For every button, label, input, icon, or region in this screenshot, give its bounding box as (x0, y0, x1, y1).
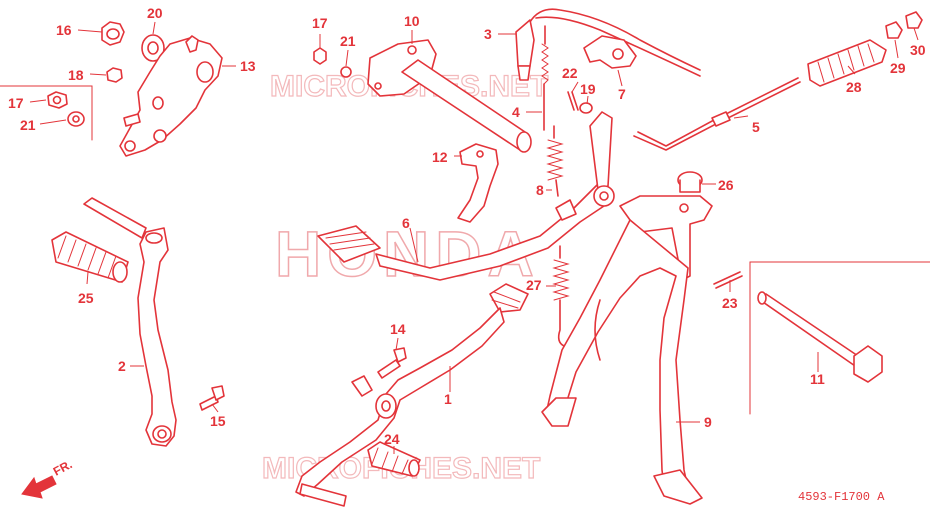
part-6-brake-pedal (317, 111, 615, 281)
part-12-stay (457, 143, 499, 223)
leader-17a (29, 99, 47, 103)
callout-28: 28 (846, 79, 862, 95)
callout-26: 26 (718, 177, 734, 193)
leader-25 (86, 271, 89, 285)
callout-25: 25 (78, 290, 94, 306)
callout-12: 12 (432, 149, 448, 165)
callout-7: 7 (618, 86, 626, 102)
part-25-footpeg-rubber (51, 231, 129, 283)
group-bracket-left (0, 85, 93, 141)
leader-16 (77, 29, 103, 33)
part-7-switch-stay (583, 35, 637, 69)
callout-9: 9 (704, 414, 712, 430)
part-15-bolt (199, 385, 225, 411)
part-27-spring (552, 245, 570, 347)
part-3-stop-switch (515, 8, 701, 81)
part-16-nut (101, 21, 125, 46)
leader-29 (894, 39, 899, 59)
group-bracket-right (749, 261, 930, 415)
callout-15: 15 (210, 413, 226, 429)
callout-21-left: 21 (20, 117, 36, 133)
part-23-cotter-pin (713, 271, 743, 289)
part-19-washer (579, 102, 593, 114)
part-24-footpeg-rubber (367, 441, 421, 477)
leader-21b (345, 49, 349, 67)
leader-7 (617, 69, 623, 87)
part-5-brake-rod (633, 77, 801, 151)
part-8-spring (546, 125, 564, 197)
part-4-spring (541, 25, 549, 131)
callout-3: 3 (484, 26, 492, 42)
diagram-code: 4593-F1700 A (798, 490, 885, 504)
callout-21-top: 21 (340, 33, 356, 49)
callout-13: 13 (240, 58, 256, 74)
leader-22 (571, 81, 579, 93)
callout-27: 27 (526, 277, 542, 293)
part-28-rubber (807, 39, 887, 87)
callout-19: 19 (580, 81, 596, 97)
part-30-nut (905, 11, 923, 29)
callout-17-left: 17 (8, 95, 24, 111)
callout-5: 5 (752, 119, 760, 135)
part-26-stopper-rubber (677, 171, 703, 193)
callout-29: 29 (890, 60, 906, 76)
callout-1: 1 (444, 391, 452, 407)
leader-5 (733, 115, 749, 119)
leader-14 (395, 337, 399, 351)
front-direction-arrow: FR. (21, 457, 75, 499)
callout-30: 30 (910, 42, 926, 58)
leader-28 (847, 65, 856, 75)
leader-30 (913, 27, 919, 41)
part-21-washer-top (340, 66, 352, 78)
callout-22: 22 (562, 65, 578, 81)
part-13-plate (119, 35, 223, 157)
leader-19 (586, 95, 589, 105)
part-9-main-stand (541, 195, 713, 505)
part-21-washer-left (67, 111, 85, 127)
part-2-kick-arm (83, 197, 177, 447)
callout-4: 4 (512, 104, 520, 120)
part-20-washer (141, 34, 165, 62)
leader-18 (89, 73, 107, 76)
part-17-nut-top (313, 47, 327, 65)
part-14-bolt (377, 347, 407, 379)
callout-10: 10 (404, 13, 420, 29)
part-22-cotter-pin (567, 91, 579, 111)
leader-21a (39, 119, 67, 125)
part-18-collar (106, 67, 123, 83)
callout-11: 11 (810, 371, 825, 387)
callout-16: 16 (56, 22, 72, 38)
front-label: FR. (51, 457, 75, 478)
callout-numbers: 16 20 18 17 21 13 25 2 15 17 21 10 3 4 2… (8, 5, 926, 447)
callout-17-top: 17 (312, 15, 328, 31)
callout-20: 20 (147, 5, 163, 21)
part-11-stand-shaft (757, 291, 883, 383)
callout-24: 24 (384, 431, 400, 447)
callout-2: 2 (118, 358, 126, 374)
part-29-nut (885, 21, 903, 39)
part-10-pivot-shaft (367, 39, 532, 153)
leader-6 (409, 227, 419, 263)
callout-8: 8 (536, 182, 544, 198)
leader-15 (211, 403, 219, 413)
part-17-nut-left (47, 91, 68, 109)
callout-6: 6 (402, 215, 410, 231)
callout-14: 14 (390, 321, 406, 337)
callout-23: 23 (722, 295, 738, 311)
leader-20 (152, 21, 156, 35)
callout-18: 18 (68, 67, 84, 83)
part-1-kick-pedal-arm (295, 283, 529, 507)
